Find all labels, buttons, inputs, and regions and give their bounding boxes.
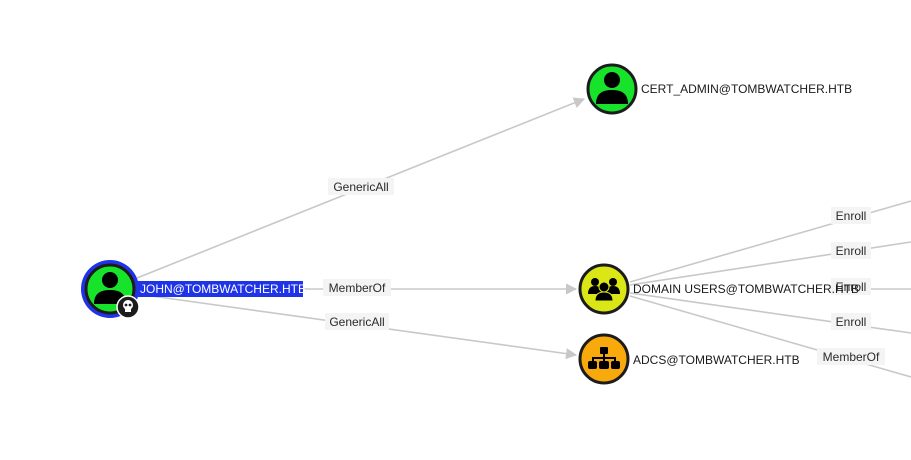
edge-label[interactable]: Enroll: [836, 244, 867, 258]
node-label[interactable]: ADCS@TOMBWATCHER.HTB: [633, 353, 800, 367]
edge-label[interactable]: Enroll: [836, 280, 867, 294]
edge-label[interactable]: GenericAll: [333, 180, 388, 194]
node-john[interactable]: JOHN@TOMBWATCHER.HTB: [81, 260, 306, 319]
node-label-bg: [137, 281, 303, 297]
edge-domain-users-enroll-4[interactable]: Enroll: [629, 292, 911, 334]
user-icon: [596, 72, 628, 104]
edge-label[interactable]: GenericAll: [329, 315, 384, 329]
node-label[interactable]: JOHN@TOMBWATCHER.HTB: [140, 282, 306, 296]
skull-icon: [116, 295, 140, 319]
edge-label-bg: [323, 279, 391, 296]
edge-john-domain-users[interactable]: MemberOf: [303, 279, 578, 296]
edge-john-cert-admin[interactable]: GenericAll: [136, 97, 586, 279]
edge-label[interactable]: Enroll: [836, 209, 867, 223]
edge-label-bg: [831, 278, 871, 295]
edge-label[interactable]: Enroll: [836, 315, 867, 329]
edges-layer: GenericAll MemberOf GenericAll Enroll En…: [136, 97, 911, 378]
node-cert-admin[interactable]: CERT_ADMIN@TOMBWATCHER.HTB: [586, 63, 852, 115]
edge-label-bg: [328, 178, 394, 195]
edge-label-bg: [831, 207, 871, 224]
nodes-layer: JOHN@TOMBWATCHER.HTB CERT_ADMIN@TOMBWATC…: [81, 63, 859, 385]
edge-label-bg: [325, 313, 389, 330]
edge-domain-users-enroll-3[interactable]: Enroll: [831, 278, 911, 295]
edge-john-adcs[interactable]: GenericAll: [136, 293, 578, 360]
edge-label-bg: [817, 348, 885, 365]
edge-label[interactable]: MemberOf: [329, 281, 386, 295]
group-icon: [588, 278, 620, 302]
edge-domain-users-enroll-2[interactable]: Enroll: [629, 241, 911, 286]
node-adcs[interactable]: ADCS@TOMBWATCHER.HTB: [578, 333, 800, 385]
edge-domain-users-enroll-1[interactable]: Enroll: [629, 200, 911, 283]
node-domain-users[interactable]: DOMAIN USERS@TOMBWATCHER.HTB: [578, 263, 859, 315]
org-chart-icon: [588, 347, 620, 369]
edge-label[interactable]: MemberOf: [823, 350, 880, 364]
edge-label-bg: [831, 313, 871, 330]
node-label[interactable]: DOMAIN USERS@TOMBWATCHER.HTB: [633, 282, 859, 296]
node-label[interactable]: CERT_ADMIN@TOMBWATCHER.HTB: [641, 82, 852, 96]
edge-label-bg: [831, 242, 871, 259]
edge-domain-users-memberof[interactable]: MemberOf: [629, 295, 911, 378]
user-icon: [94, 272, 126, 304]
